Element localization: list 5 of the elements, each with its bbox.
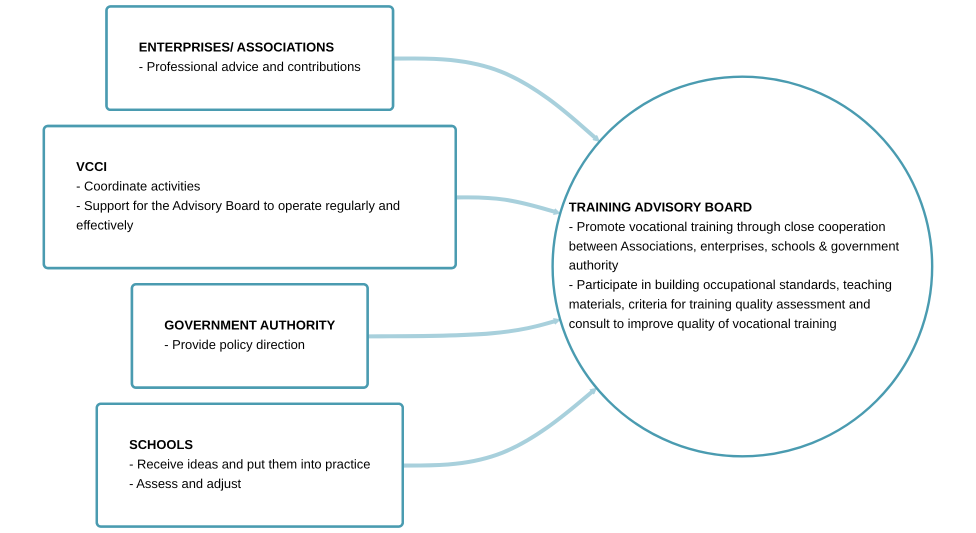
arrow	[456, 195, 561, 215]
arrow	[368, 318, 561, 338]
arrow	[403, 388, 597, 468]
arrow	[393, 56, 600, 142]
node-circle: TRAINING ADVISORY BOARD - Promote vocational training through close cooperation between Associations, enterprises, schools & government authority - Participate in building occupational standards, teaching materials, criteria for training quality assessment and consult to improve quality of vocational training	[551, 76, 934, 458]
